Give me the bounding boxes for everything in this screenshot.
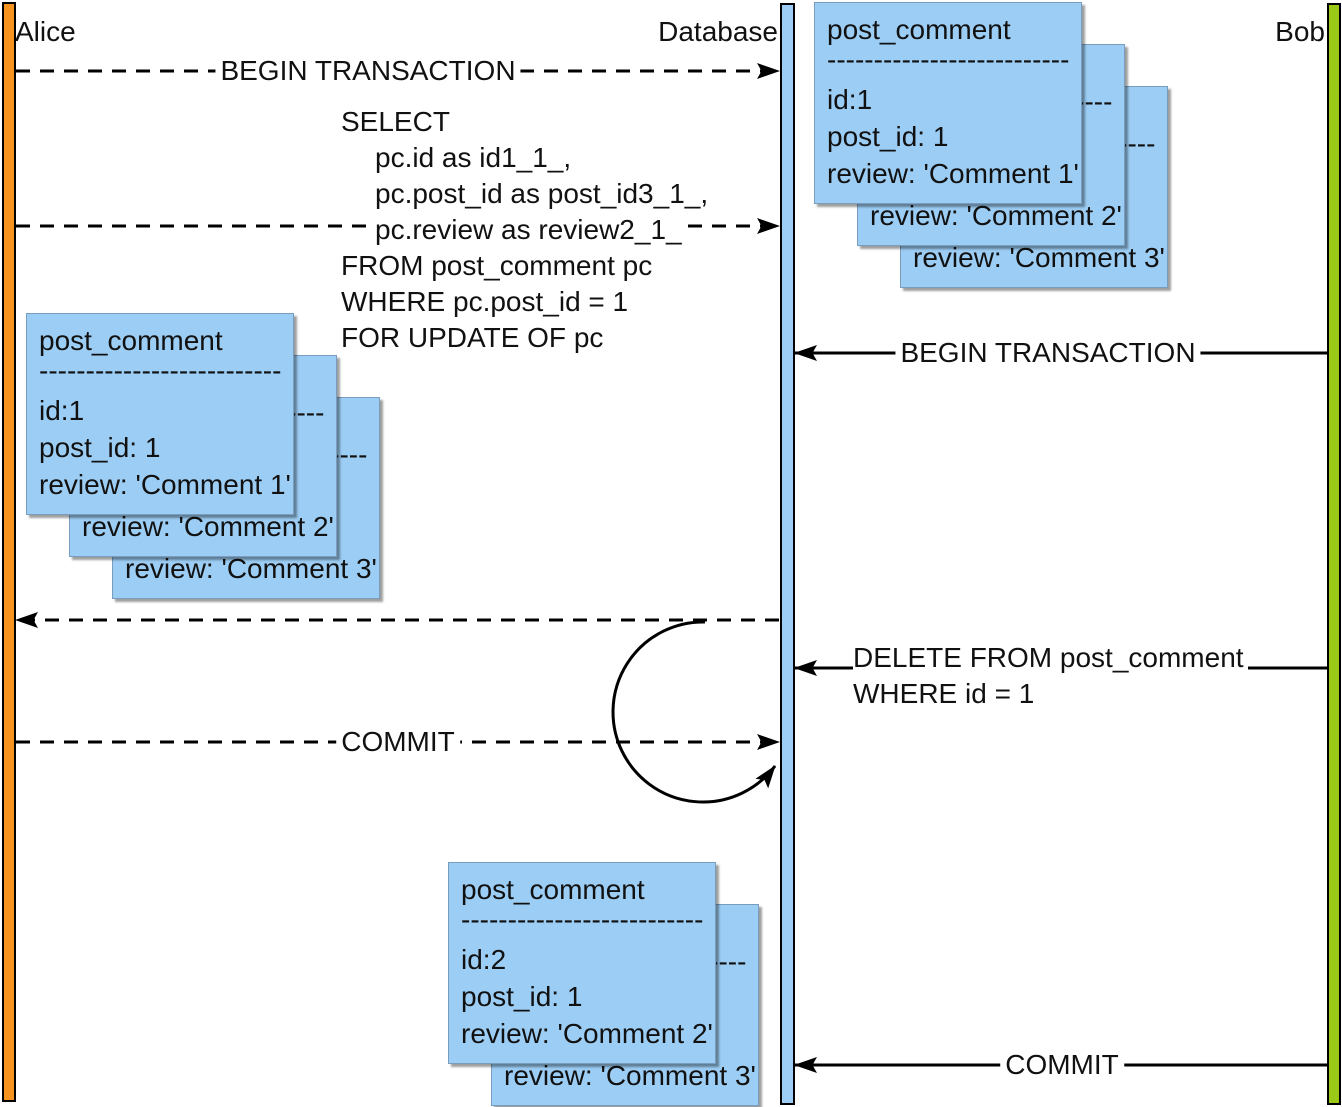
note-card-separator: --------------------------- — [827, 47, 1069, 73]
lock-wait-loop-circle — [611, 620, 777, 804]
note-card-row: review: 'Comment 3' — [125, 553, 377, 584]
note-card-row: post_id: 1 — [461, 981, 583, 1012]
select-line: WHERE pc.post_id = 1 — [341, 284, 633, 320]
note-card-row: review: 'Comment 1' — [39, 469, 291, 500]
note-card-separator: --------------------------- — [461, 907, 703, 933]
delete-line: WHERE id = 1 — [853, 676, 1039, 712]
note-card-row: review: 'Comment 3' — [913, 242, 1165, 273]
note-card-row: post_id: 1 — [39, 432, 161, 463]
note-card-row: post_id: 1 — [827, 121, 949, 152]
message-bob-commit: COMMIT — [1000, 1048, 1124, 1082]
actor-label-bob: Bob — [1275, 16, 1325, 47]
message-alice-begin-transaction: BEGIN TRANSACTION — [215, 54, 521, 88]
note-card-row: id:1 — [39, 395, 85, 426]
note-card-row: id:1 — [827, 84, 873, 115]
note-card-alice-1: post_comment ---------------------------… — [26, 313, 294, 515]
note-card-separator: --------------------------- — [39, 358, 281, 384]
note-card-title: post_comment — [461, 874, 645, 905]
select-line: pc.review as review2_1_ — [375, 212, 686, 248]
select-line: SELECT — [341, 104, 454, 140]
note-card-row: id:2 — [461, 944, 507, 975]
note-card-row: review: 'Comment 2' — [461, 1018, 713, 1049]
select-line: FOR UPDATE OF pc — [341, 320, 608, 356]
message-bob-begin-transaction: BEGIN TRANSACTION — [895, 336, 1201, 370]
note-card-db-top-1: post_comment ---------------------------… — [814, 2, 1082, 204]
message-bob-delete: DELETE FROM post_comment WHERE id = 1 — [853, 640, 1248, 712]
note-card-row: review: 'Comment 1' — [827, 158, 1079, 189]
lifeline-database — [780, 3, 795, 1105]
message-select-query: SELECT pc.id as id1_1_, pc.post_id as po… — [341, 104, 713, 356]
lifeline-bob — [1327, 3, 1341, 1105]
note-card-db-bottom-1: post_comment ---------------------------… — [448, 862, 716, 1064]
actor-label-alice: Alice — [15, 16, 76, 47]
message-alice-commit: COMMIT — [336, 725, 460, 759]
select-line: pc.id as id1_1_, — [375, 140, 576, 176]
note-card-row: review: 'Comment 2' — [82, 511, 334, 542]
actor-label-database: Database — [658, 16, 778, 47]
delete-line: DELETE FROM post_comment — [853, 640, 1248, 676]
select-line: pc.post_id as post_id3_1_, — [375, 176, 713, 212]
select-line: FROM post_comment pc — [341, 248, 657, 284]
note-card-title: post_comment — [39, 325, 223, 356]
note-card-title: post_comment — [827, 14, 1011, 45]
note-card-row: review: 'Comment 2' — [870, 200, 1122, 231]
note-card-row: review: 'Comment 3' — [504, 1060, 756, 1091]
lifeline-alice — [2, 2, 16, 1102]
